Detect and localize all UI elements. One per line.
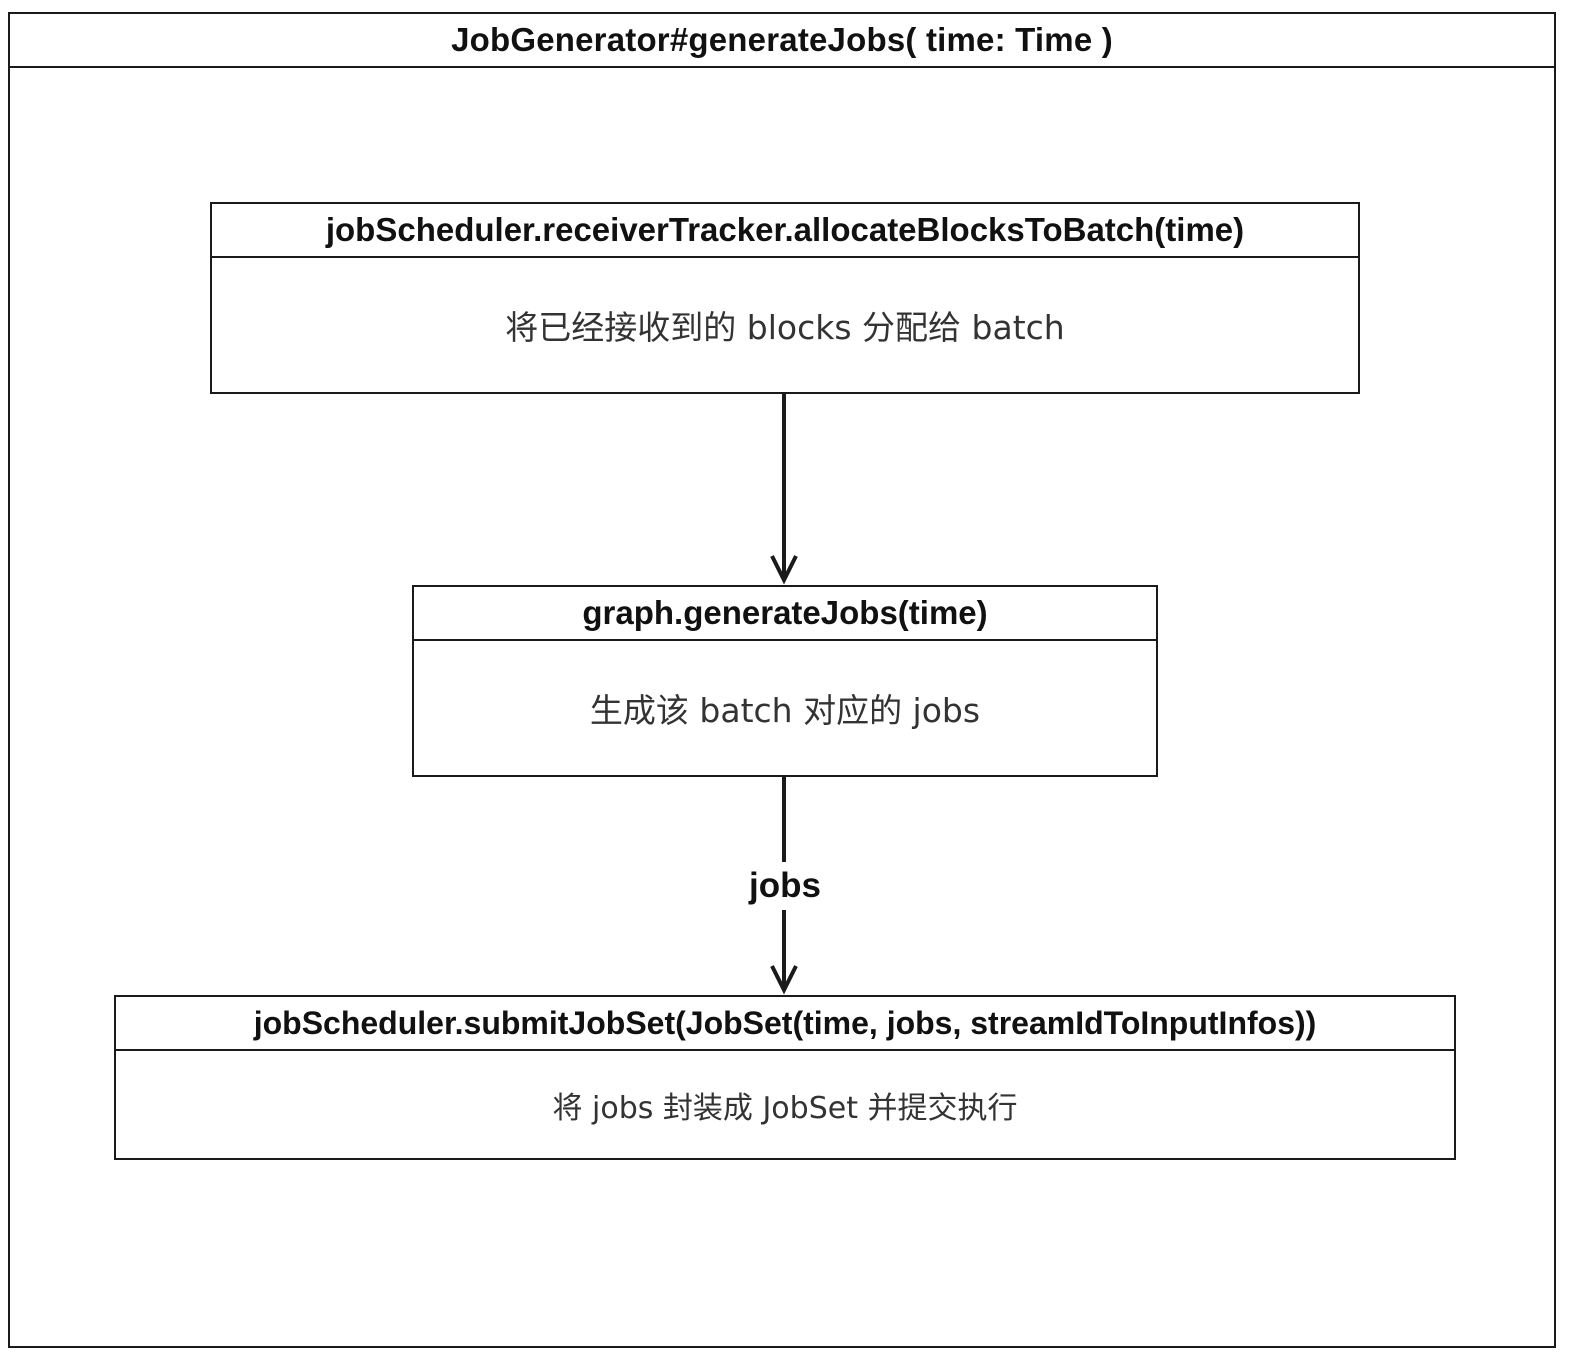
node-submit-jobset-header: jobScheduler.submitJobSet(JobSet(time, j… xyxy=(116,997,1454,1051)
frame-title: JobGenerator#generateJobs( time: Time ) xyxy=(10,14,1554,68)
node-submit-jobset-body: 将 jobs 封装成 JobSet 并提交执行 xyxy=(552,1090,1018,1126)
node-generate-jobs-header: graph.generateJobs(time) xyxy=(414,587,1156,641)
edge-label-jobs: jobs xyxy=(733,862,837,910)
node-generate-jobs: graph.generateJobs(time) 生成该 batch 对应的 j… xyxy=(412,585,1158,777)
node-allocate-blocks-body: 将已经接收到的 blocks 分配给 batch xyxy=(505,308,1065,347)
node-allocate-blocks-header: jobScheduler.receiverTracker.allocateBlo… xyxy=(212,204,1358,258)
node-allocate-blocks: jobScheduler.receiverTracker.allocateBlo… xyxy=(210,202,1360,394)
node-submit-jobset: jobScheduler.submitJobSet(JobSet(time, j… xyxy=(114,995,1456,1160)
node-generate-jobs-body: 生成该 batch 对应的 jobs xyxy=(589,691,981,730)
